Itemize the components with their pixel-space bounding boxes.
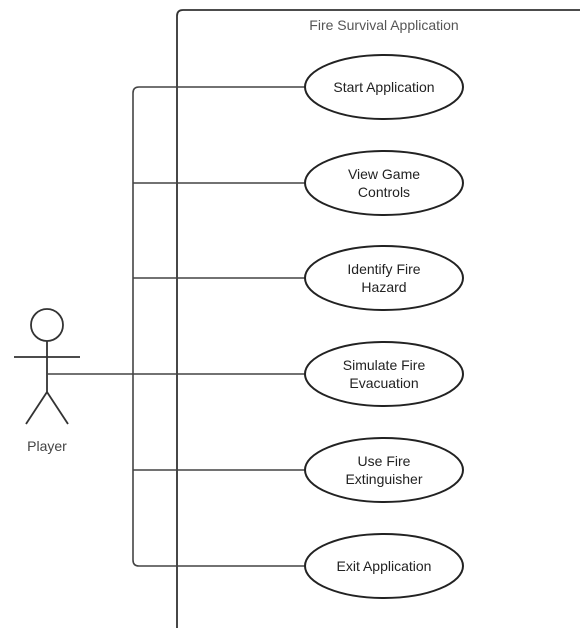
use-case-label: Hazard xyxy=(361,279,406,295)
use-case-label: Identify Fire xyxy=(347,261,420,277)
use-case-ellipse xyxy=(304,150,464,216)
association-line-start-application xyxy=(132,86,305,94)
use-case-label: Controls xyxy=(358,184,410,200)
use-case-label: Exit Application xyxy=(337,558,432,574)
use-case-label: Use Fire xyxy=(358,453,411,469)
use-case-start-application: Start Application xyxy=(304,54,464,120)
use-case-label: Evacuation xyxy=(349,375,418,391)
use-case-ellipse xyxy=(304,533,464,599)
actor-player: Player xyxy=(14,308,80,454)
system-title: Fire Survival Application xyxy=(309,17,458,33)
system-boundary xyxy=(176,9,580,628)
use-case-ellipse xyxy=(304,54,464,120)
actor-right-leg xyxy=(46,391,69,425)
actor-label: Player xyxy=(27,438,67,454)
use-case-label: Start Application xyxy=(333,79,434,95)
use-case-label: View Game xyxy=(348,166,420,182)
association-lines xyxy=(47,86,305,567)
use-case-ellipse xyxy=(304,341,464,407)
use-case-label: Simulate Fire xyxy=(343,357,426,373)
actor-left-leg xyxy=(25,391,48,425)
use-case-ellipse xyxy=(304,437,464,503)
use-case-ellipse xyxy=(304,245,464,311)
association-line-exit-application xyxy=(132,559,305,567)
stick-figure-icon xyxy=(14,308,80,425)
use-case-exit-application: Exit Application xyxy=(304,533,464,599)
actor-head xyxy=(30,308,64,342)
use-case-label: Extinguisher xyxy=(345,471,422,487)
